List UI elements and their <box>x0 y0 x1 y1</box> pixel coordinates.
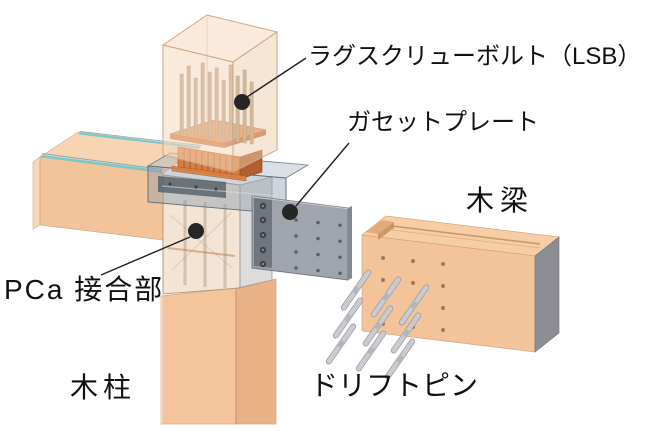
marker-dot-gusset <box>282 204 298 220</box>
wood-column-lower <box>160 278 277 425</box>
drift-pins <box>325 269 430 380</box>
wood-beam-right <box>361 215 560 353</box>
marker-dot-pca <box>188 223 204 239</box>
label-gusset-plate: ガセットプレート <box>347 109 539 136</box>
ghost-column-upper <box>161 14 279 173</box>
beam-notch <box>366 220 394 234</box>
beam-kerf-slot <box>391 225 541 245</box>
leader-line-lsb <box>246 57 307 98</box>
annotation-dots <box>188 94 298 239</box>
leader-line-pca <box>100 236 191 276</box>
label-pca-joint: PCa 接合部 <box>4 274 165 305</box>
beam-end-face <box>534 236 560 353</box>
annotation-leaders <box>100 57 350 276</box>
steel-kerf-stripe-front <box>40 154 163 173</box>
gusset-holes <box>294 218 342 275</box>
gusset-bolt-heads <box>259 202 267 268</box>
wood-beam-left <box>32 131 202 241</box>
steel-connector-dark <box>158 176 226 198</box>
label-drift-pin: ドリフトピン <box>310 370 479 401</box>
marker-dot-lsb <box>234 94 250 110</box>
label-wood-beam: 木梁 <box>466 185 535 216</box>
label-lag-screw-bolt: ラグスクリューボルト（LSB） <box>308 43 642 70</box>
label-wood-column: 木柱 <box>70 372 137 403</box>
leader-line-gusset <box>295 142 350 207</box>
gusset-plate <box>251 195 352 281</box>
